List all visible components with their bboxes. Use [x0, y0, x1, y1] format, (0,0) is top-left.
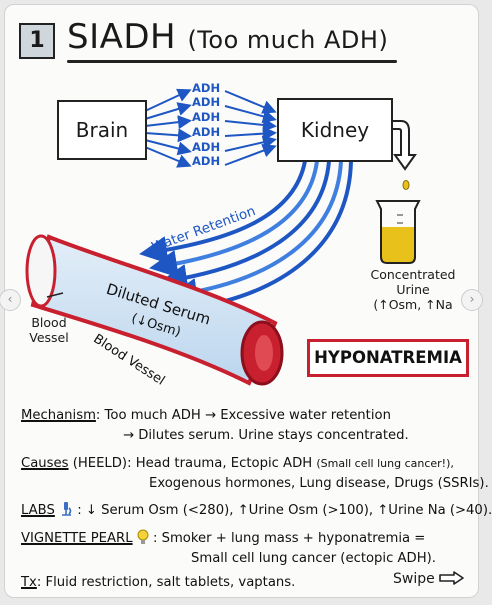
siadh-illustration: Water Retention Diluted Serum (↓Osm) Blo…	[25, 88, 421, 389]
hyponatremia-box: HYPONATREMIA	[307, 339, 469, 377]
adh-arrow	[144, 128, 192, 143]
water-arrow	[159, 159, 331, 292]
causes-line1: Causes (HEELD): Head trauma, Ectopic ADH…	[21, 456, 454, 471]
labs-heading: LABS	[21, 503, 55, 518]
microscope-icon	[62, 502, 72, 516]
vessel-left-opening	[25, 234, 57, 308]
water-retention-arrows	[139, 159, 353, 320]
adh-arrow	[224, 135, 277, 152]
water-arrow	[149, 159, 319, 278]
adh-label: ADH	[192, 140, 221, 154]
mechanism-heading: Mechanism	[21, 408, 96, 423]
adh-label: ADH	[192, 125, 221, 139]
kidney-box: Kidney	[277, 98, 393, 162]
pearl-line1: VIGNETTE PEARL : Smoker + lung mass + hy…	[21, 529, 426, 546]
treatment-line: Tx: Fluid restriction, salt tablets, vap…	[21, 575, 296, 590]
adh-arrow	[144, 146, 192, 168]
title-subtitle: (Too much ADH)	[187, 26, 389, 54]
carousel-next-button[interactable]: ›	[461, 289, 483, 311]
pearl-heading: VIGNETTE PEARL	[21, 531, 133, 546]
blood-vessel	[25, 234, 284, 386]
water-arrow	[169, 159, 343, 306]
vessel-pointer-line	[46, 292, 64, 298]
urine-drop	[402, 180, 410, 190]
title-underline	[67, 60, 397, 63]
causes-heading: Causes	[21, 456, 69, 471]
urine-outflow-pipe	[390, 120, 417, 190]
pearl-line2: Small cell lung cancer (ectopic ADH).	[191, 551, 436, 566]
adh-arrow	[144, 115, 192, 130]
mechanism-line1: Mechanism: Too much ADH → Excessive wate…	[21, 408, 391, 423]
brain-box: Brain	[57, 100, 147, 160]
adh-arrow	[224, 105, 277, 124]
lightbulb-icon	[137, 529, 149, 544]
causes-line2: Exogenous hormones, Lung disease, Drugs …	[149, 476, 489, 491]
blood-vessel-left-label: Blood Vessel	[29, 315, 69, 345]
slide-card: 1 SIADH (Too much ADH)	[0, 4, 492, 598]
adh-arrow	[144, 102, 192, 120]
water-arrow	[139, 159, 307, 264]
adh-arrow	[144, 88, 192, 112]
slide-number-badge: 1	[19, 23, 55, 59]
concentrated-urine-label: Concentrated Urine (↑Osm, ↑Na	[370, 267, 456, 312]
adh-arrow	[224, 118, 277, 132]
adh-label: ADH	[192, 154, 221, 168]
page-title: SIADH (Too much ADH)	[67, 17, 388, 57]
adh-arrow	[224, 126, 277, 141]
adh-arrow	[144, 139, 192, 156]
adh-label: ADH	[192, 81, 221, 95]
adh-label: ADH	[192, 110, 221, 124]
labs-line: LABS : ↓ Serum Osm (<280), ↑Urine Osm (>…	[21, 502, 492, 518]
title-main: SIADH	[67, 17, 177, 57]
adh-arrow	[224, 90, 277, 114]
beaker-icon	[375, 200, 421, 264]
swipe-button[interactable]: Swipe	[393, 571, 465, 587]
adh-label: ADH	[192, 95, 221, 109]
swipe-label: Swipe	[393, 571, 435, 587]
adh-arrows	[144, 88, 277, 168]
arrow-right-icon	[439, 571, 464, 585]
mechanism-line2: → Dilutes serum. Urine stays concentrate…	[123, 428, 409, 443]
treatment-heading: Tx	[21, 575, 37, 590]
adh-arrow	[224, 143, 277, 166]
carousel-prev-button[interactable]: ‹	[0, 289, 21, 311]
